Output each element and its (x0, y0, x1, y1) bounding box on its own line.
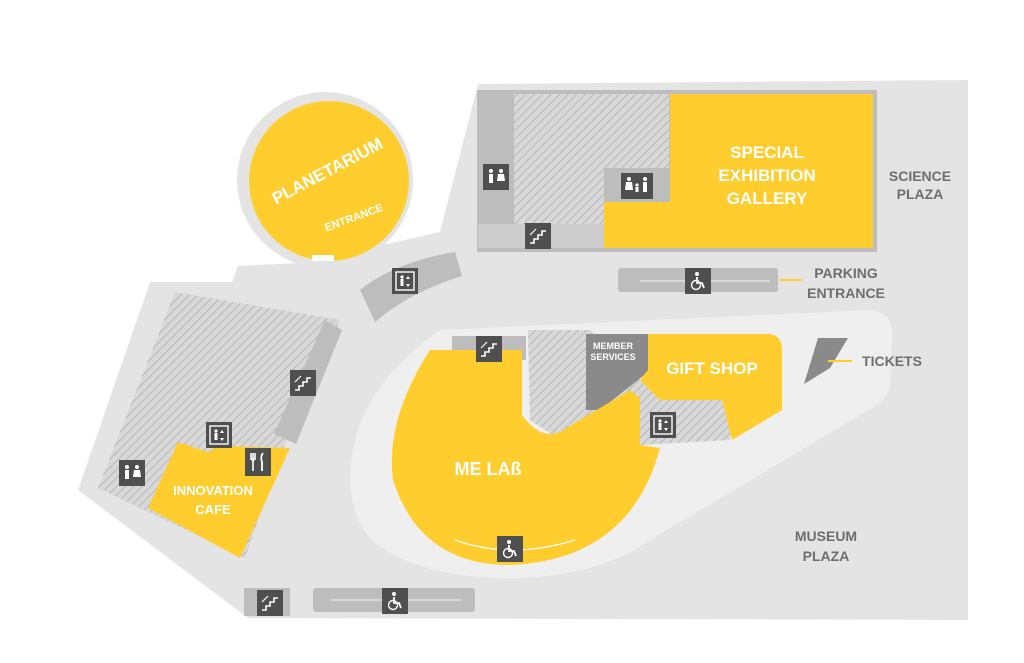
elevator-icon[interactable] (206, 422, 232, 448)
special-exhibition-label-2: EXHIBITION (718, 166, 815, 185)
elevator-icon[interactable] (650, 412, 676, 438)
parking-entrance-label-1: PARKING (814, 265, 878, 281)
me-lab (391, 350, 660, 565)
tickets-label: TICKETS (862, 353, 922, 369)
parking-entrance-label-2: ENTRANCE (807, 285, 885, 301)
wheelchair-icon[interactable] (685, 268, 711, 294)
science-plaza-label-1: SCIENCE (889, 168, 951, 184)
member-services-block (586, 334, 648, 410)
gift-shop-label: GIFT SHOP (666, 359, 758, 378)
tickets-kiosk (804, 338, 848, 384)
planetarium-door (312, 255, 334, 261)
science-plaza-label-2: PLAZA (897, 186, 944, 202)
wheelchair-icon[interactable] (382, 588, 408, 614)
gift-shop (640, 334, 782, 440)
stairs-icon[interactable] (476, 336, 502, 362)
member-services-label-2: SERVICES (590, 352, 635, 362)
museum-plaza-label-2: PLAZA (803, 548, 850, 564)
museum-plaza-label-1: MUSEUM (795, 528, 857, 544)
special-exhibition-label-3: GALLERY (727, 189, 808, 208)
wheelchair-icon[interactable] (497, 536, 523, 562)
special-exhibition-gallery (604, 94, 873, 248)
planetarium (249, 101, 409, 261)
elevator-icon[interactable] (392, 268, 418, 294)
innovation-cafe-label-2: CAFE (195, 502, 231, 517)
me-lab-label: ME LAß (455, 459, 522, 479)
member-services-label-1: MEMBER (593, 341, 633, 351)
stairs-icon[interactable] (257, 590, 283, 616)
restroom-block (478, 94, 514, 224)
innovation-cafe-label-1: INNOVATION (173, 483, 253, 498)
restaurant-icon[interactable] (245, 448, 271, 476)
restroom-icon[interactable] (119, 460, 145, 486)
stairs-icon[interactable] (525, 223, 551, 249)
stairs-icon[interactable] (290, 370, 316, 396)
family-restroom-icon[interactable] (621, 173, 653, 199)
restroom-icon[interactable] (483, 164, 509, 190)
special-exhibition-label-1: SPECIAL (730, 143, 804, 162)
